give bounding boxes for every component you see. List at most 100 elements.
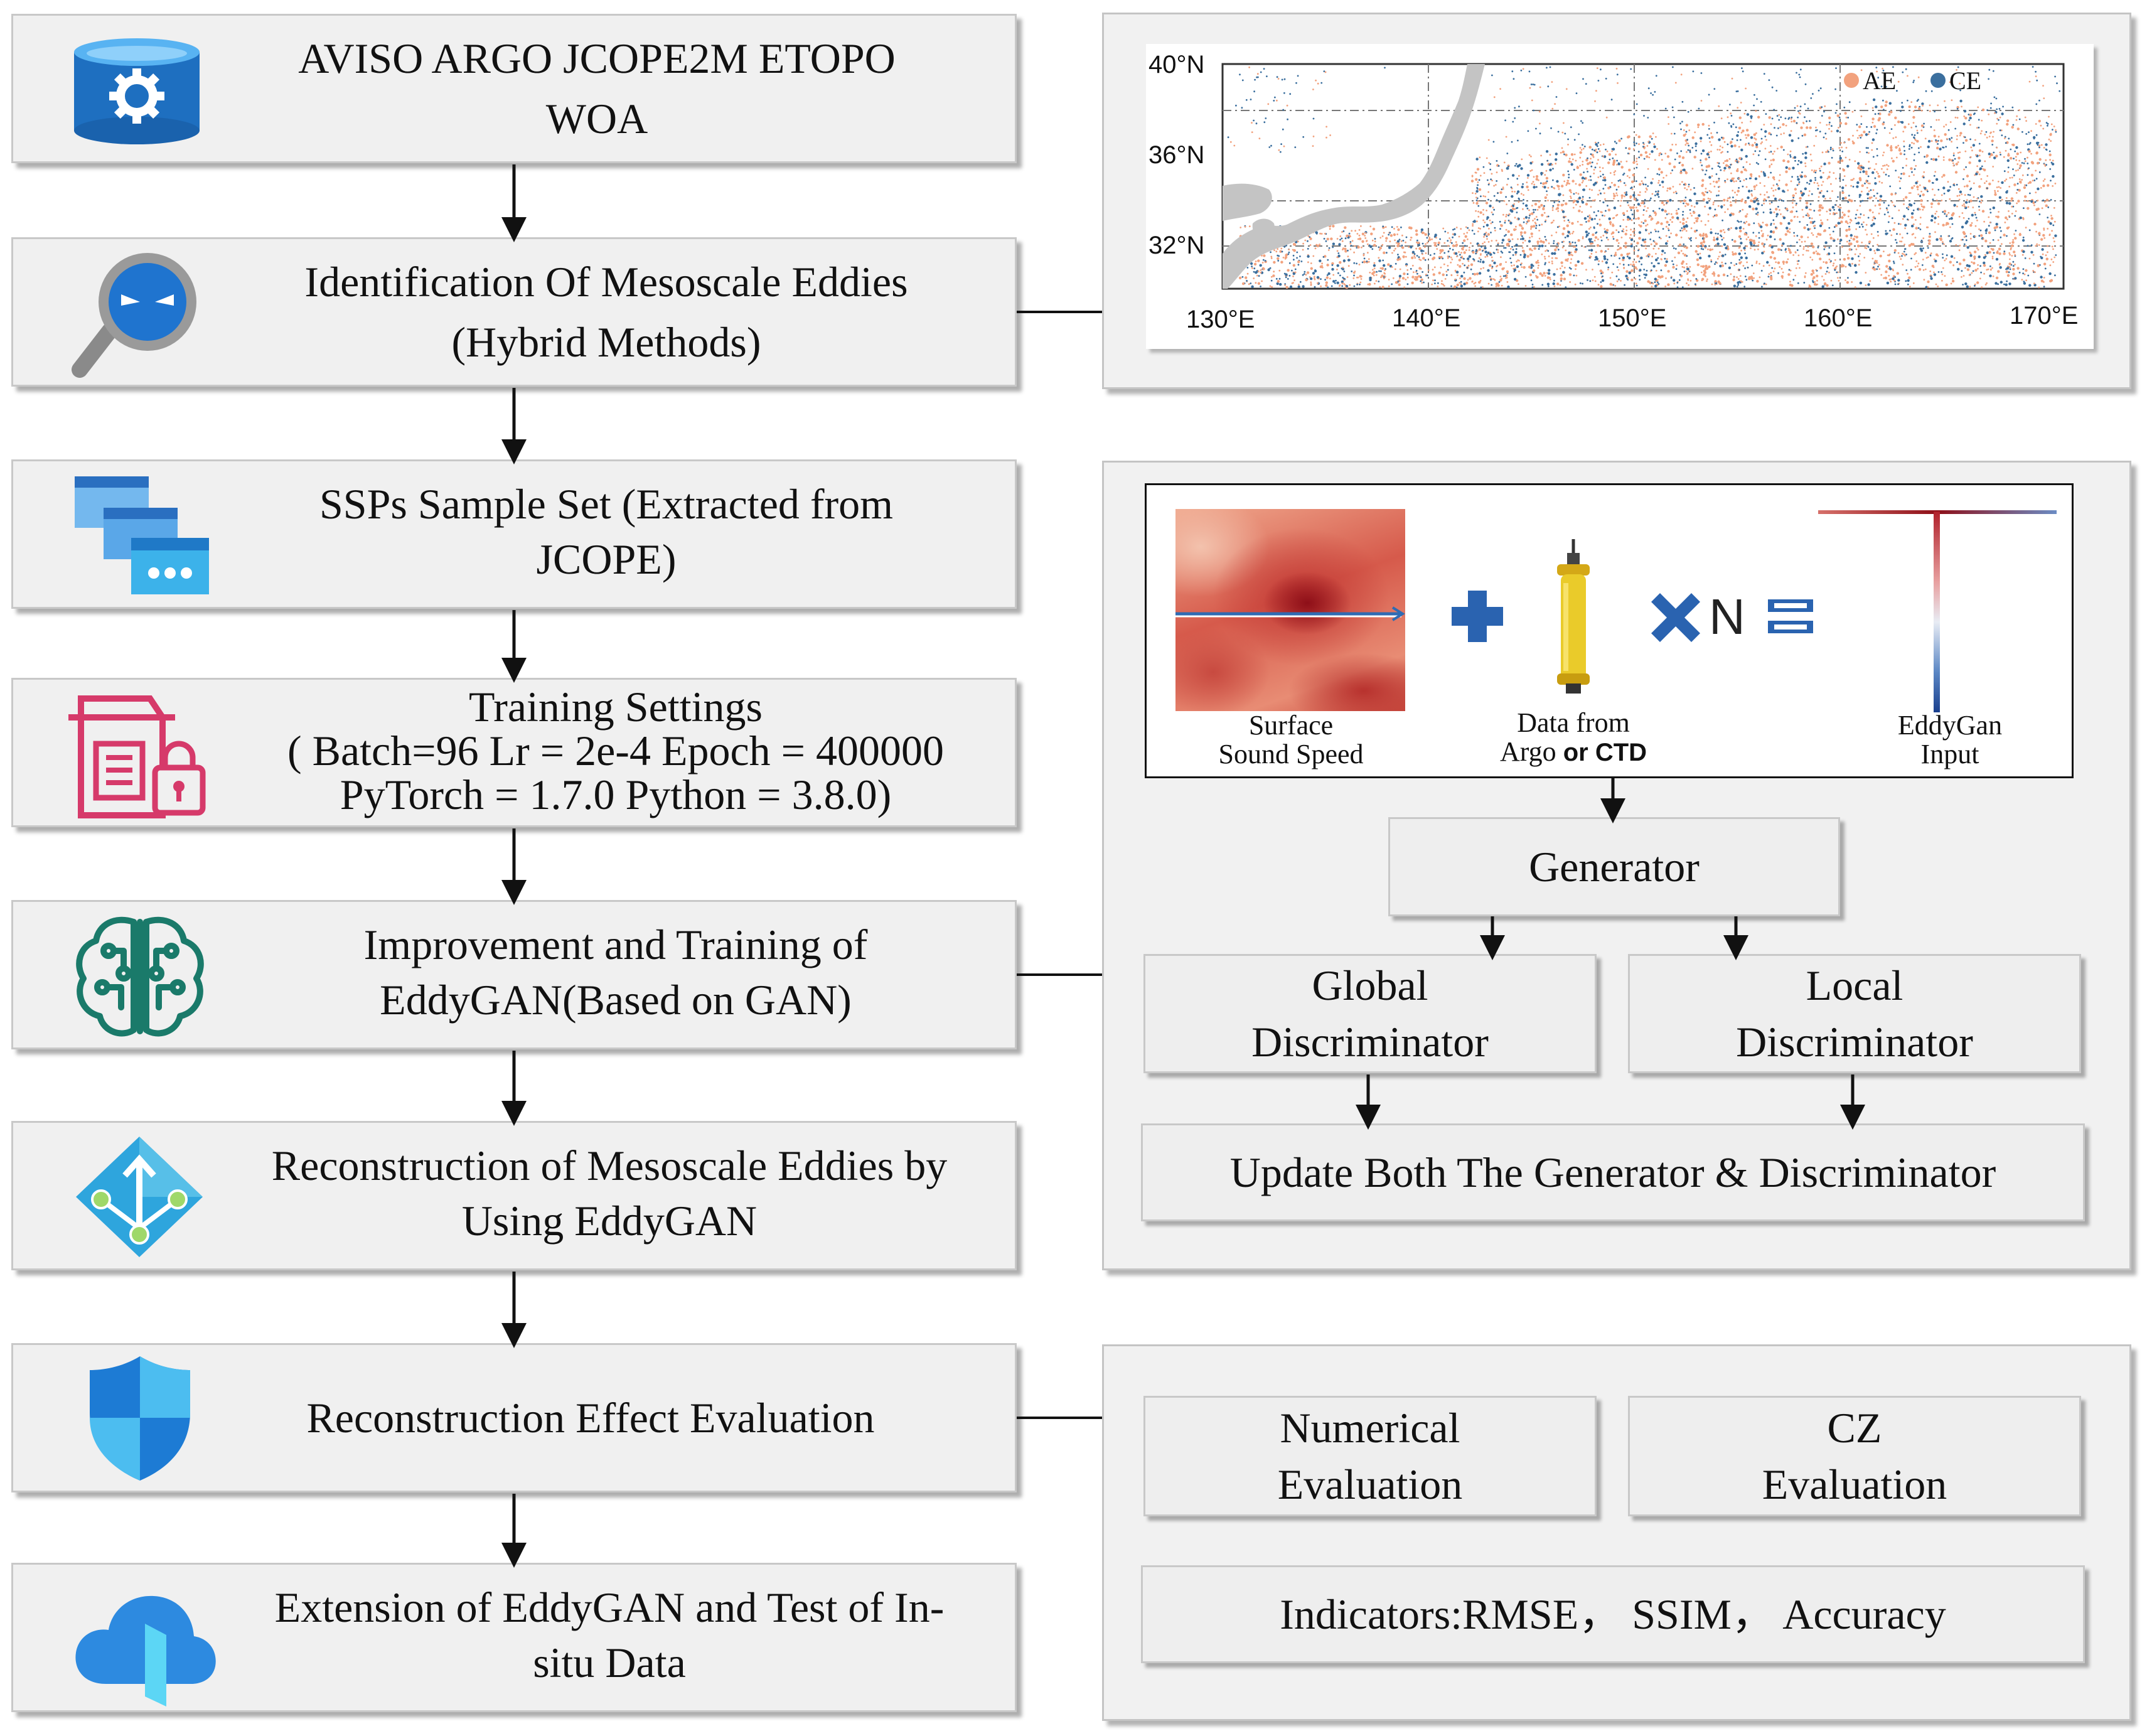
eddy-track-point [1661, 159, 1663, 161]
eddy-track-point [1582, 164, 1584, 166]
eddy-track-point [1716, 132, 1718, 134]
eddy-track-point [1799, 196, 1802, 200]
eddy-track-point [1600, 239, 1603, 242]
eddy-track-point [1551, 262, 1553, 265]
eddy-track-point [1719, 264, 1722, 268]
eddy-track-point [1568, 267, 1571, 269]
eddy-track-point [1850, 185, 1852, 187]
cloud-icon [71, 1590, 219, 1709]
eddy-track-point [1612, 157, 1614, 159]
eddy-track-point [1861, 166, 1865, 169]
eddy-track-point [1807, 195, 1810, 196]
eddy-track-point [1819, 168, 1821, 169]
step1-line2: WOA [545, 95, 648, 142]
eddy-track-point [1919, 105, 1921, 108]
eddy-track-point [1812, 251, 1816, 255]
eddy-track-point [1597, 263, 1600, 265]
eddy-track-point [1639, 183, 1642, 186]
eddy-track-point [1615, 229, 1617, 232]
eddy-track-point [2028, 131, 2030, 134]
eddy-track-point [1995, 223, 1998, 226]
eddy-track-point [1986, 251, 1989, 254]
step3-line2: JCOPE) [536, 535, 677, 583]
eddy-track-point [1833, 172, 1835, 174]
eddy-track-point [1707, 197, 1710, 200]
eddy-track-point [1861, 225, 1864, 228]
eddy-track-point [1411, 281, 1414, 284]
eddy-track-point [1457, 264, 1459, 266]
eddy-track-point [1644, 219, 1647, 222]
eddy-track-point [1644, 238, 1647, 240]
eddy-track-point [1559, 267, 1561, 270]
eddy-track-point [1905, 196, 1908, 199]
eddy-track-point [1839, 122, 1843, 125]
eddy-track-point [2004, 179, 2006, 182]
eddy-track-point [1965, 235, 1968, 237]
eddy-track-point [1915, 164, 1917, 167]
eddy-track-point [1811, 169, 1813, 171]
eddy-track-point [2033, 284, 2037, 287]
eddy-track-point [1818, 253, 1821, 255]
eddy-track-point [1583, 171, 1585, 173]
eddy-track-point [1630, 269, 1634, 272]
eddy-track-point [1809, 120, 1811, 122]
eddy-track-point [1344, 226, 1347, 229]
eddy-track-point [1901, 105, 1904, 109]
eddy-track-point [1963, 115, 1966, 117]
eddy-track-point [1673, 279, 1676, 282]
numerical-evaluation-box: Numerical Evaluation [1143, 1396, 1597, 1516]
eddy-track-point [1296, 251, 1298, 254]
eddy-track-point [1963, 236, 1966, 238]
eddy-track-point [1372, 227, 1376, 231]
eddy-track-point [1938, 119, 1940, 121]
eddy-track-point [1939, 147, 1942, 151]
eddy-track-point [1724, 179, 1726, 182]
eddy-map-figure: 40°N 36°N 32°N 130°E 140°E 150°E 160°E 1… [1146, 44, 2094, 349]
eddy-track-point [1499, 220, 1501, 223]
eddy-track-point [1763, 245, 1765, 248]
eddy-track-point [1789, 156, 1792, 158]
eddy-track-point [1591, 189, 1593, 191]
eddy-track-point [1612, 235, 1614, 238]
eddy-track-point [1775, 213, 1779, 216]
eddy-track-point [1660, 269, 1662, 272]
eddy-track-point [1991, 257, 1994, 260]
eddy-track-point [1873, 250, 1876, 252]
eddy-track-point [1603, 255, 1606, 258]
eddy-track-point [1556, 268, 1558, 271]
eddy-track-point [1631, 180, 1634, 183]
eddy-track-point [1673, 191, 1675, 194]
eddy-track-point [1721, 238, 1723, 241]
eddy-track-point [1644, 277, 1646, 279]
eddy-track-point [1711, 283, 1713, 286]
eddy-track-point [1965, 166, 1967, 168]
eddy-track-point [1241, 276, 1244, 278]
eddy-track-point [1754, 150, 1757, 153]
eddy-track-point [1787, 273, 1791, 276]
eddy-track-point [1427, 269, 1430, 271]
eddy-track-point [1706, 153, 1710, 156]
eddy-track-point [1983, 272, 1985, 275]
branch-icon [73, 1134, 205, 1260]
eddy-track-point [2050, 199, 2052, 201]
step-effect-evaluation: Reconstruction Effect Evaluation [11, 1343, 1017, 1492]
eddy-track-point [1742, 166, 1745, 168]
eddy-track-point [1735, 227, 1738, 230]
eddy-track-point [1796, 210, 1798, 213]
eddy-track-point [1720, 117, 1723, 119]
eddy-track-point [1998, 247, 2001, 250]
eddy-track-point [1833, 208, 1835, 211]
eddy-track-point [1857, 137, 1859, 139]
eddy-track-point [1689, 150, 1691, 152]
eddy-track-point [1528, 209, 1530, 212]
eddy-track-point [2025, 120, 2027, 122]
eddy-track-point [1607, 205, 1609, 207]
eddy-track-point [1819, 122, 1821, 124]
eddy-track-point [1887, 165, 1890, 167]
eddy-track-point [1666, 220, 1669, 224]
eddy-track-point [1566, 181, 1569, 185]
eddy-track-point [1859, 281, 1863, 285]
eddy-track-point [1292, 254, 1295, 257]
eddy-track-point [1585, 269, 1587, 271]
eddy-track-point [1604, 215, 1605, 217]
